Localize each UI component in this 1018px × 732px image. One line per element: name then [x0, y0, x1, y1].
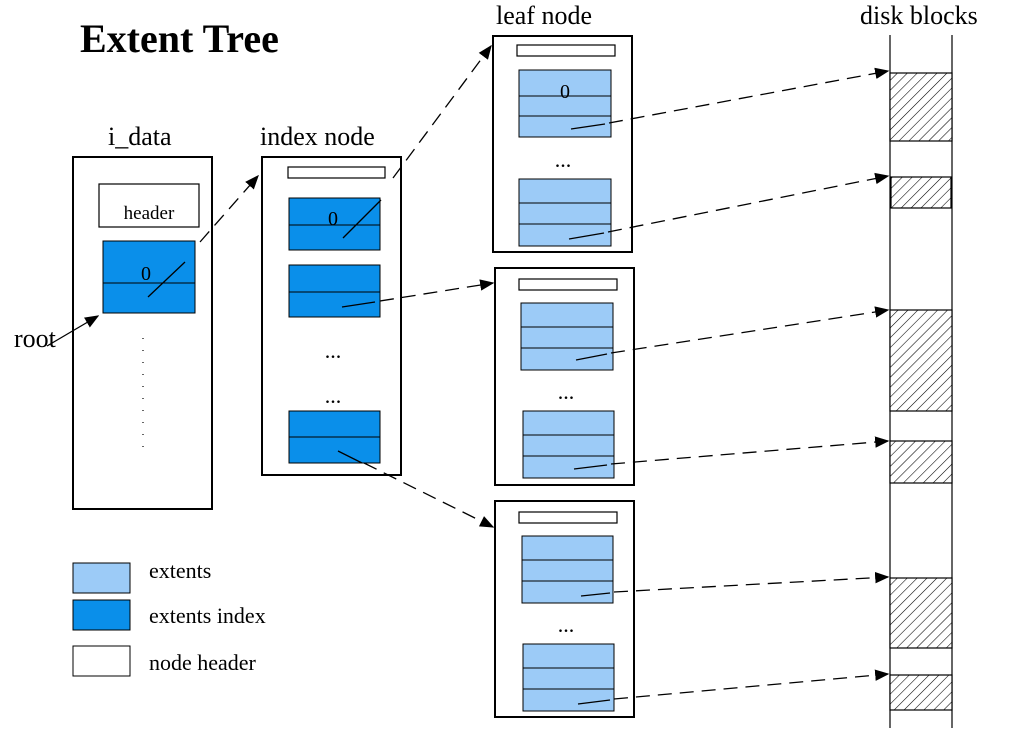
disk-block-1 [889, 72, 953, 142]
i-data-header-text: header [124, 203, 175, 224]
index-ellipsis-1: ... [325, 338, 342, 363]
i-data-index-zero: 0 [141, 263, 151, 285]
pointer-tick [341, 301, 376, 308]
pointer-leaf2-to-disk-4 [610, 436, 890, 465]
leaf-1-header [516, 44, 616, 57]
pointer-index-to-leaf-1 [392, 44, 492, 179]
pointer-index-to-leaf-2 [379, 279, 495, 302]
pointer-tick [147, 261, 186, 298]
leaf-node-2: ... [494, 267, 635, 486]
leaf-2-extent-2 [522, 410, 615, 479]
leaf-1-ellipsis: ... [555, 147, 572, 172]
i-data-header [98, 183, 200, 228]
disk-blocks-label: disk blocks [860, 1, 978, 30]
disk-block-6 [889, 674, 953, 711]
pointer-tick [575, 353, 608, 361]
pointer-index-to-leaf-3 [363, 462, 495, 528]
leaf-node-1: 0 ... [492, 35, 633, 253]
index-entry-1 [288, 197, 381, 251]
i-data-box: header 0 [72, 156, 213, 510]
pointer-tick [570, 123, 606, 130]
leaf-1-extent-2 [518, 178, 612, 247]
index-node-header [287, 166, 386, 179]
disk-block-3 [889, 309, 953, 412]
leaf-3-extent-1 [521, 535, 614, 604]
leaf-2-header [518, 278, 618, 291]
root-arrow [46, 315, 100, 347]
pointer-leaf1-to-disk-2 [607, 172, 890, 233]
root-label: root [14, 324, 57, 353]
disk-block-5 [889, 577, 953, 649]
pointer-tick [573, 464, 608, 470]
pointer-tick [577, 699, 611, 705]
leaf-3-extent-2 [522, 643, 615, 712]
legend: extents extents index node header [72, 558, 266, 677]
pointer-arrows [147, 44, 890, 705]
legend-swatch-node-header [72, 645, 131, 677]
pointer-leaf1-to-disk-1 [608, 67, 890, 124]
legend-label-node-header: node header [149, 650, 257, 675]
leaf-2-extent-1 [520, 302, 614, 371]
pointer-tick [568, 232, 605, 240]
i-data-label: i_data [108, 122, 172, 151]
legend-swatch-extents [72, 562, 131, 594]
pointer-leaf2-to-disk-3 [610, 306, 890, 354]
index-ellipsis-2: ... [325, 383, 342, 408]
pointer-leaf3-to-disk-6 [613, 669, 890, 700]
legend-swatch-extents-index [72, 599, 131, 631]
leaf-node-3: ... [494, 500, 635, 718]
leaf-3-ellipsis: ... [558, 612, 575, 637]
legend-label-extents: extents [149, 558, 211, 583]
disk-block-2 [890, 176, 952, 209]
pointer-tick [337, 450, 363, 464]
index-entry-zero: 0 [328, 208, 338, 230]
leaf-3-header [518, 511, 618, 524]
pointer-tick [580, 592, 611, 597]
disk-blocks-column [889, 35, 953, 728]
disk-block-4 [889, 440, 953, 484]
leaf-2-ellipsis: ... [558, 379, 575, 404]
i-data-extent-index [102, 240, 196, 314]
leaf-1-zero: 0 [560, 81, 570, 103]
leaf-node-label: leaf node [496, 1, 592, 30]
pointer-idata-to-index [199, 174, 259, 243]
index-node-box: 0 ... ... [261, 156, 402, 476]
index-node-label: index node [260, 122, 375, 151]
legend-label-extents-index: extents index [149, 603, 266, 628]
pointer-tick [342, 199, 382, 239]
pointer-leaf3-to-disk-5 [613, 571, 890, 593]
diagram-title: Extent Tree [80, 16, 279, 61]
index-entry-2 [288, 264, 381, 318]
